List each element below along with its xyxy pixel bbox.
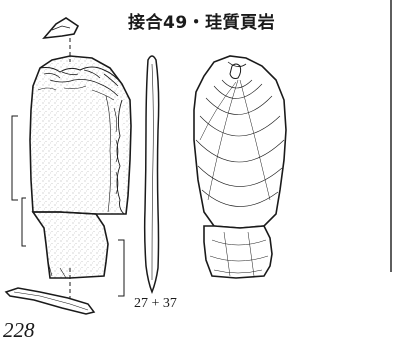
artifact-right-view bbox=[193, 55, 287, 279]
refit-label: 27 + 37 bbox=[134, 296, 177, 311]
bottom-section bbox=[4, 287, 96, 315]
plate-number: 228 bbox=[3, 318, 35, 342]
retouch-bracket-right bbox=[118, 239, 125, 297]
cortex-bracket-left bbox=[11, 115, 26, 247]
platform-section bbox=[42, 17, 80, 40]
artifact-left-view bbox=[29, 55, 132, 279]
artifact-side-profile bbox=[143, 55, 160, 295]
figure-title: 接合49・珪質頁岩 bbox=[128, 13, 276, 33]
